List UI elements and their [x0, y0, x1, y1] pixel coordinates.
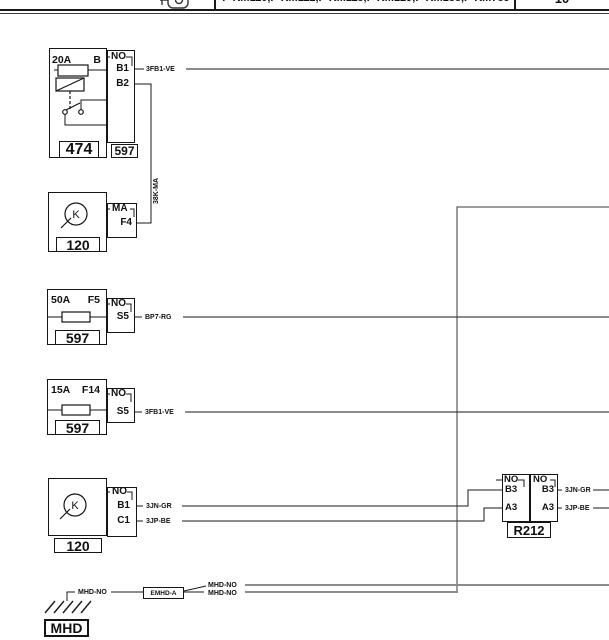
- key-icon[interactable]: [158, 0, 194, 10]
- unit-k-symbol-bottom-icon: K: [59, 493, 87, 520]
- k-letter: K: [72, 209, 80, 221]
- connector-name: NO: [112, 486, 127, 497]
- pin-s5: S5: [116, 406, 129, 417]
- wire-38k-ma: [135, 83, 152, 224]
- wire-label-3jn-gr: 3JN-GR: [564, 486, 592, 494]
- relay-internal-icon: [54, 64, 107, 126]
- wire-label-mhd-no-upper: MHD-NO: [207, 581, 238, 589]
- connector-strip-474: [107, 50, 135, 143]
- fuse-element-icon: [57, 64, 89, 77]
- r212-left-connector: [502, 474, 530, 522]
- fuse-15a-icon: [47, 404, 107, 416]
- splice-emhd-a: EMHD-A: [143, 587, 184, 599]
- connector-strip-120-bottom: [107, 487, 137, 537]
- connector-name: NO: [111, 298, 126, 309]
- connector-strip-120-top: [107, 203, 137, 238]
- pin-left-a3: A3: [505, 502, 518, 513]
- fuse-rating: 15A: [51, 384, 71, 396]
- fuse-rating: 20A: [52, 54, 72, 66]
- fuse-50a-icon: [47, 311, 107, 323]
- unit-k-symbol-top-icon: K: [60, 202, 88, 229]
- component-id-597: 597: [55, 330, 100, 346]
- fuse-rating: 50A: [51, 294, 71, 306]
- connector-name: NO: [111, 388, 126, 399]
- connector-strip-50a: [107, 298, 135, 333]
- fuse-name: F14: [81, 384, 100, 396]
- pin-right-a3: A3: [541, 502, 554, 513]
- wire-label-bp7-rg: BP7-RG: [144, 313, 173, 321]
- header-title: P KM110,P KM112,P KM118,P KM129,P KM138,…: [218, 0, 514, 4]
- wire-label-3jp-be: 3JP-BE: [564, 504, 591, 512]
- pin-b2: B2: [116, 78, 129, 89]
- connector-name-right: NO: [533, 474, 548, 485]
- gray-wires: [245, 583, 609, 594]
- component-120-bottom-body: [48, 478, 107, 536]
- wire-label-3fb1-ve: 3FB1-VE: [144, 408, 175, 416]
- fuse-name: F5: [87, 294, 100, 306]
- header-divider-left: [214, 0, 216, 10]
- pin-b1: B1: [117, 500, 130, 511]
- header-divider-right: [514, 0, 516, 10]
- component-id-474: 474: [59, 141, 99, 158]
- header-bottom-border: [0, 9, 609, 11]
- wire-label-38k-ma: 38K-MA: [153, 177, 160, 204]
- pin-b1: B1: [116, 63, 129, 74]
- wire-label-mhd-no-lower: MHD-NO: [207, 589, 238, 597]
- black-wires: [66, 68, 609, 601]
- wire-trunk: [456, 206, 609, 592]
- terminal-label: B: [93, 54, 101, 66]
- connector-name-left: NO: [504, 474, 519, 485]
- wire-label-mhd-no-in: MHD-NO: [77, 588, 108, 596]
- wire-3jp-be-left: [182, 507, 502, 522]
- header-frame-line: [0, 13, 609, 14]
- wire-label-3jp-be: 3JP-BE: [145, 517, 172, 525]
- pin-left-b3: B3: [505, 484, 518, 495]
- component-id-597: 597: [55, 420, 100, 436]
- component-id-120-top: 120: [56, 237, 100, 253]
- connector-strip-15a: [107, 388, 135, 423]
- trunk-wire: [456, 206, 609, 592]
- page-number: 10: [516, 0, 608, 5]
- connector-name: MA: [112, 203, 128, 214]
- r212-right-connector: [530, 474, 558, 522]
- wire-3jn-gr-left: [182, 489, 502, 507]
- k-letter: K: [71, 500, 79, 512]
- connector-name: NO: [111, 51, 126, 62]
- wire-label-3jn-gr: 3JN-GR: [145, 502, 173, 510]
- component-id-r212: R212: [507, 522, 551, 538]
- component-id-597-strip: 597: [111, 144, 138, 158]
- wire-ground-stem: [66, 591, 75, 601]
- wire-splice-out-upper: [183, 585, 207, 592]
- wire-label-3fb1-ve: 3FB1-VE: [145, 65, 176, 73]
- pin-c1: C1: [117, 515, 130, 526]
- splice-branch: [183, 585, 207, 592]
- pin-f4: F4: [120, 217, 132, 228]
- pin-s5: S5: [116, 311, 129, 322]
- ground-symbol-icon: [44, 600, 92, 614]
- relay-contact-icon: [65, 102, 81, 111]
- component-id-120-bottom: 120: [54, 538, 102, 554]
- connector-brackets: [107, 56, 556, 500]
- pin-right-b3: B3: [541, 484, 554, 495]
- ground-id-mhd: MHD: [44, 619, 89, 637]
